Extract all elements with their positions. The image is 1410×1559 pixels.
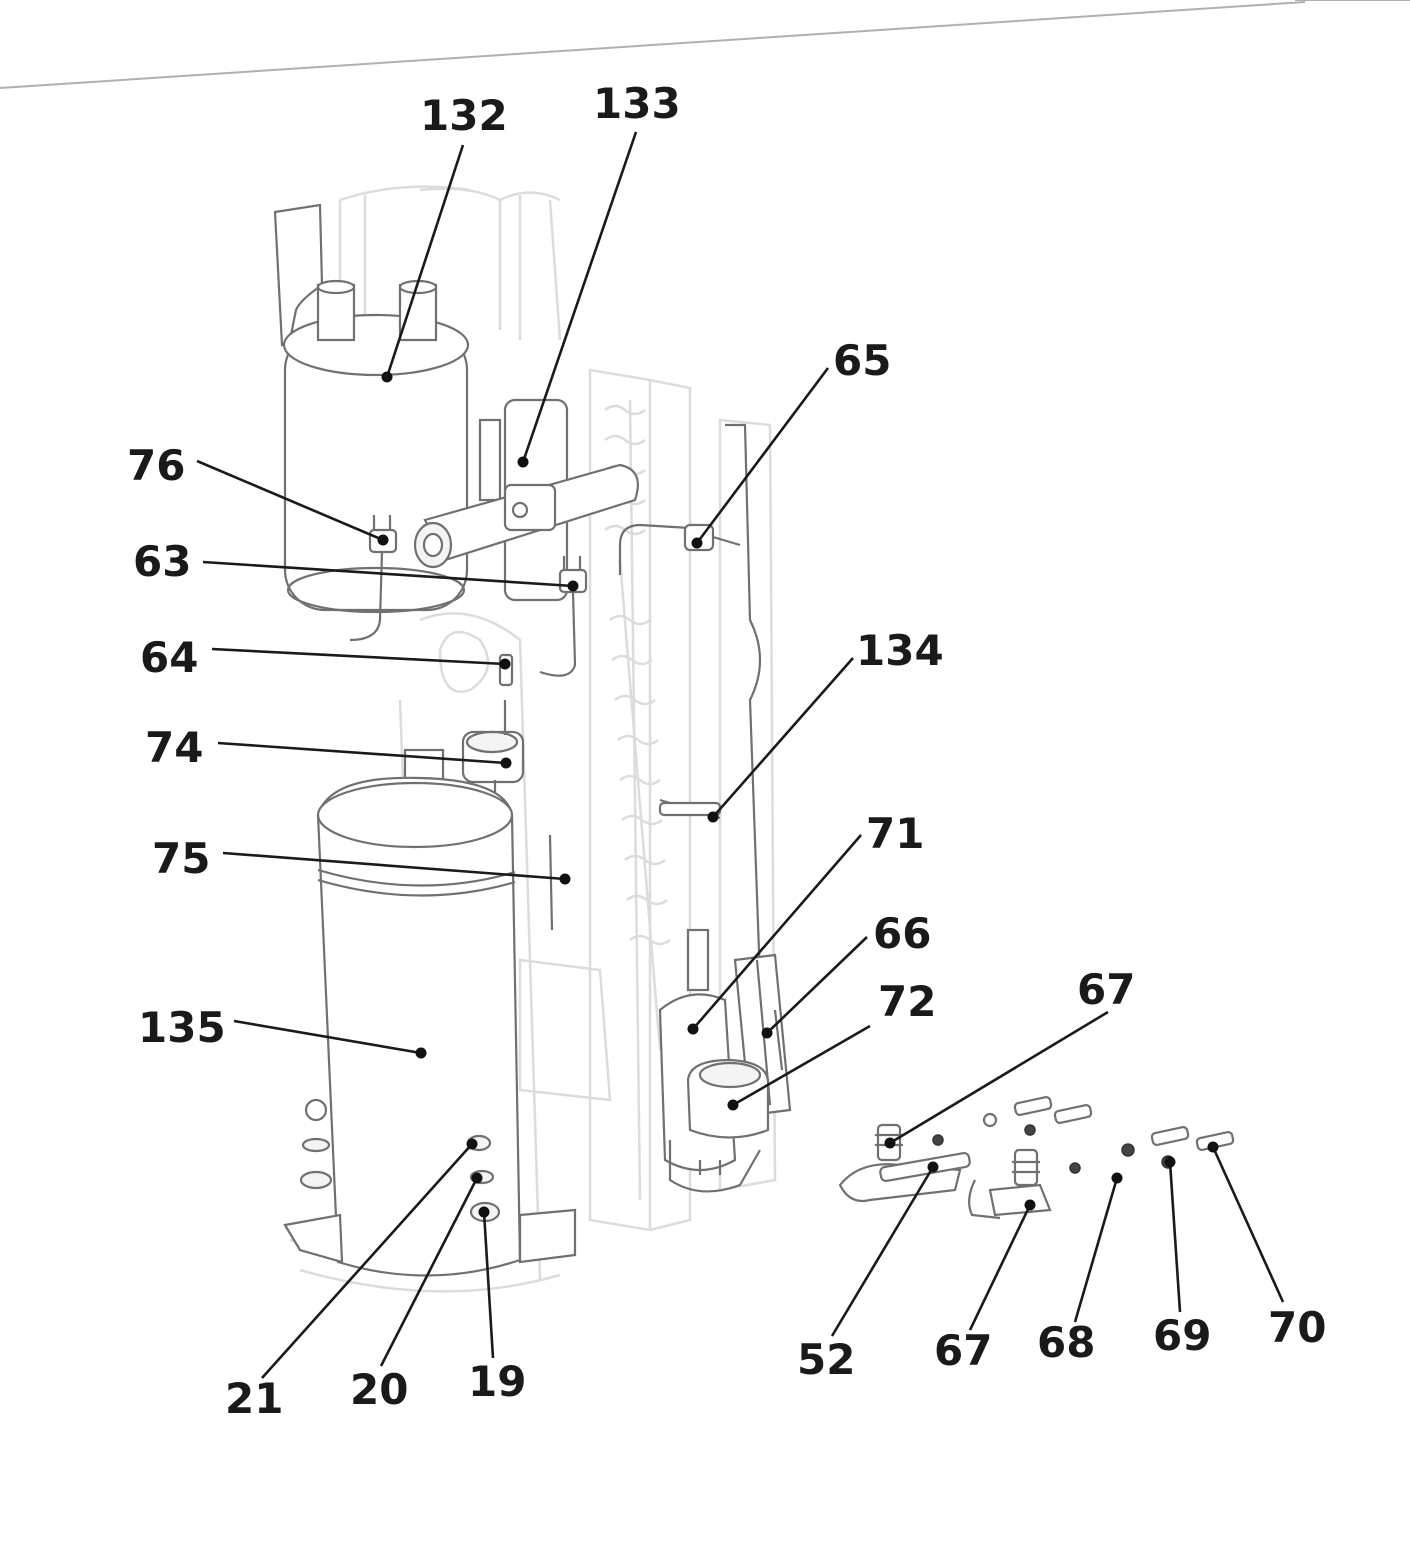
leader-line-67 xyxy=(889,1010,1109,1145)
callout-76: 76 xyxy=(127,441,185,490)
callout-69: 69 xyxy=(1153,1311,1211,1360)
leader-line-72 xyxy=(732,1024,871,1107)
leader-dot-66 xyxy=(761,1027,773,1039)
leader-line-69 xyxy=(1168,1161,1182,1313)
service-valve-upper xyxy=(838,1123,971,1203)
leader-dot-134 xyxy=(707,811,719,823)
callout-134: 134 xyxy=(856,626,944,675)
callout-67-lower: 67 xyxy=(934,1326,992,1375)
leader-dot-132 xyxy=(381,371,393,383)
leader-line-74 xyxy=(217,741,507,765)
callout-72: 72 xyxy=(878,977,936,1026)
callout-74: 74 xyxy=(145,723,203,772)
leader-dot-74 xyxy=(500,757,512,769)
leader-dot-63 xyxy=(567,580,579,592)
callout-20: 20 xyxy=(350,1365,408,1414)
callout-70: 70 xyxy=(1268,1303,1326,1352)
callout-19: 19 xyxy=(468,1357,526,1406)
callout-68: 68 xyxy=(1037,1318,1095,1367)
page-edge-line xyxy=(0,1,1306,89)
callout-132: 132 xyxy=(420,91,508,140)
leader-dot-76 xyxy=(377,534,389,546)
leader-dot-67 xyxy=(1024,1199,1036,1211)
callout-leaders xyxy=(196,131,1285,1379)
callout-52: 52 xyxy=(797,1335,855,1384)
callout-63: 63 xyxy=(133,537,191,586)
callout-67-upper: 67 xyxy=(1077,965,1135,1014)
leader-dot-67 xyxy=(884,1137,896,1149)
callout-75: 75 xyxy=(152,834,210,883)
leader-line-21 xyxy=(261,1143,473,1379)
leader-line-65 xyxy=(695,367,830,544)
leader-line-135 xyxy=(233,1019,422,1055)
leader-line-70 xyxy=(1211,1146,1285,1303)
leader-line-20 xyxy=(379,1177,479,1367)
leader-dot-72 xyxy=(727,1099,739,1111)
leader-line-76 xyxy=(196,459,384,542)
callout-135: 135 xyxy=(138,1003,226,1052)
leader-line-132 xyxy=(385,144,465,378)
capillary-assembly xyxy=(658,423,762,981)
callout-64: 64 xyxy=(140,633,198,682)
leader-line-52 xyxy=(830,1166,935,1337)
leader-dot-68 xyxy=(1111,1172,1123,1184)
leader-dot-70 xyxy=(1207,1141,1219,1153)
leader-line-66 xyxy=(766,936,868,1034)
leader-dot-69 xyxy=(1164,1156,1176,1168)
leader-dot-19 xyxy=(478,1206,490,1218)
leader-dot-52 xyxy=(927,1161,939,1173)
leader-line-19 xyxy=(482,1211,495,1359)
leader-dot-75 xyxy=(559,873,571,885)
leader-dot-64 xyxy=(499,658,511,670)
leader-dot-65 xyxy=(691,537,703,549)
muffler-pipe-assembly xyxy=(413,398,639,602)
service-valve-lower xyxy=(968,1148,1052,1220)
leader-line-63 xyxy=(202,560,574,588)
leader-line-133 xyxy=(521,131,638,463)
leader-line-134 xyxy=(712,657,854,818)
callout-65: 65 xyxy=(833,336,891,385)
leader-line-64 xyxy=(211,647,506,666)
leader-dot-133 xyxy=(517,456,529,468)
leader-line-75 xyxy=(222,851,566,881)
leader-dot-21 xyxy=(466,1138,478,1150)
leader-line-71 xyxy=(692,834,862,1030)
leader-line-68 xyxy=(1073,1177,1119,1323)
leader-dot-20 xyxy=(471,1172,483,1184)
callout-66: 66 xyxy=(873,909,931,958)
callout-21: 21 xyxy=(225,1374,283,1423)
callout-71: 71 xyxy=(866,809,924,858)
leader-dot-71 xyxy=(687,1023,699,1035)
callout-133: 133 xyxy=(593,79,681,128)
four-way-valve-block xyxy=(658,928,792,1193)
leader-line-67 xyxy=(968,1204,1032,1331)
bolts-and-washers xyxy=(932,1096,1235,1174)
leader-dot-135 xyxy=(415,1047,427,1059)
callout-labels: 132 133 65 76 63 64 134 74 71 75 66 72 6… xyxy=(127,79,1326,1423)
